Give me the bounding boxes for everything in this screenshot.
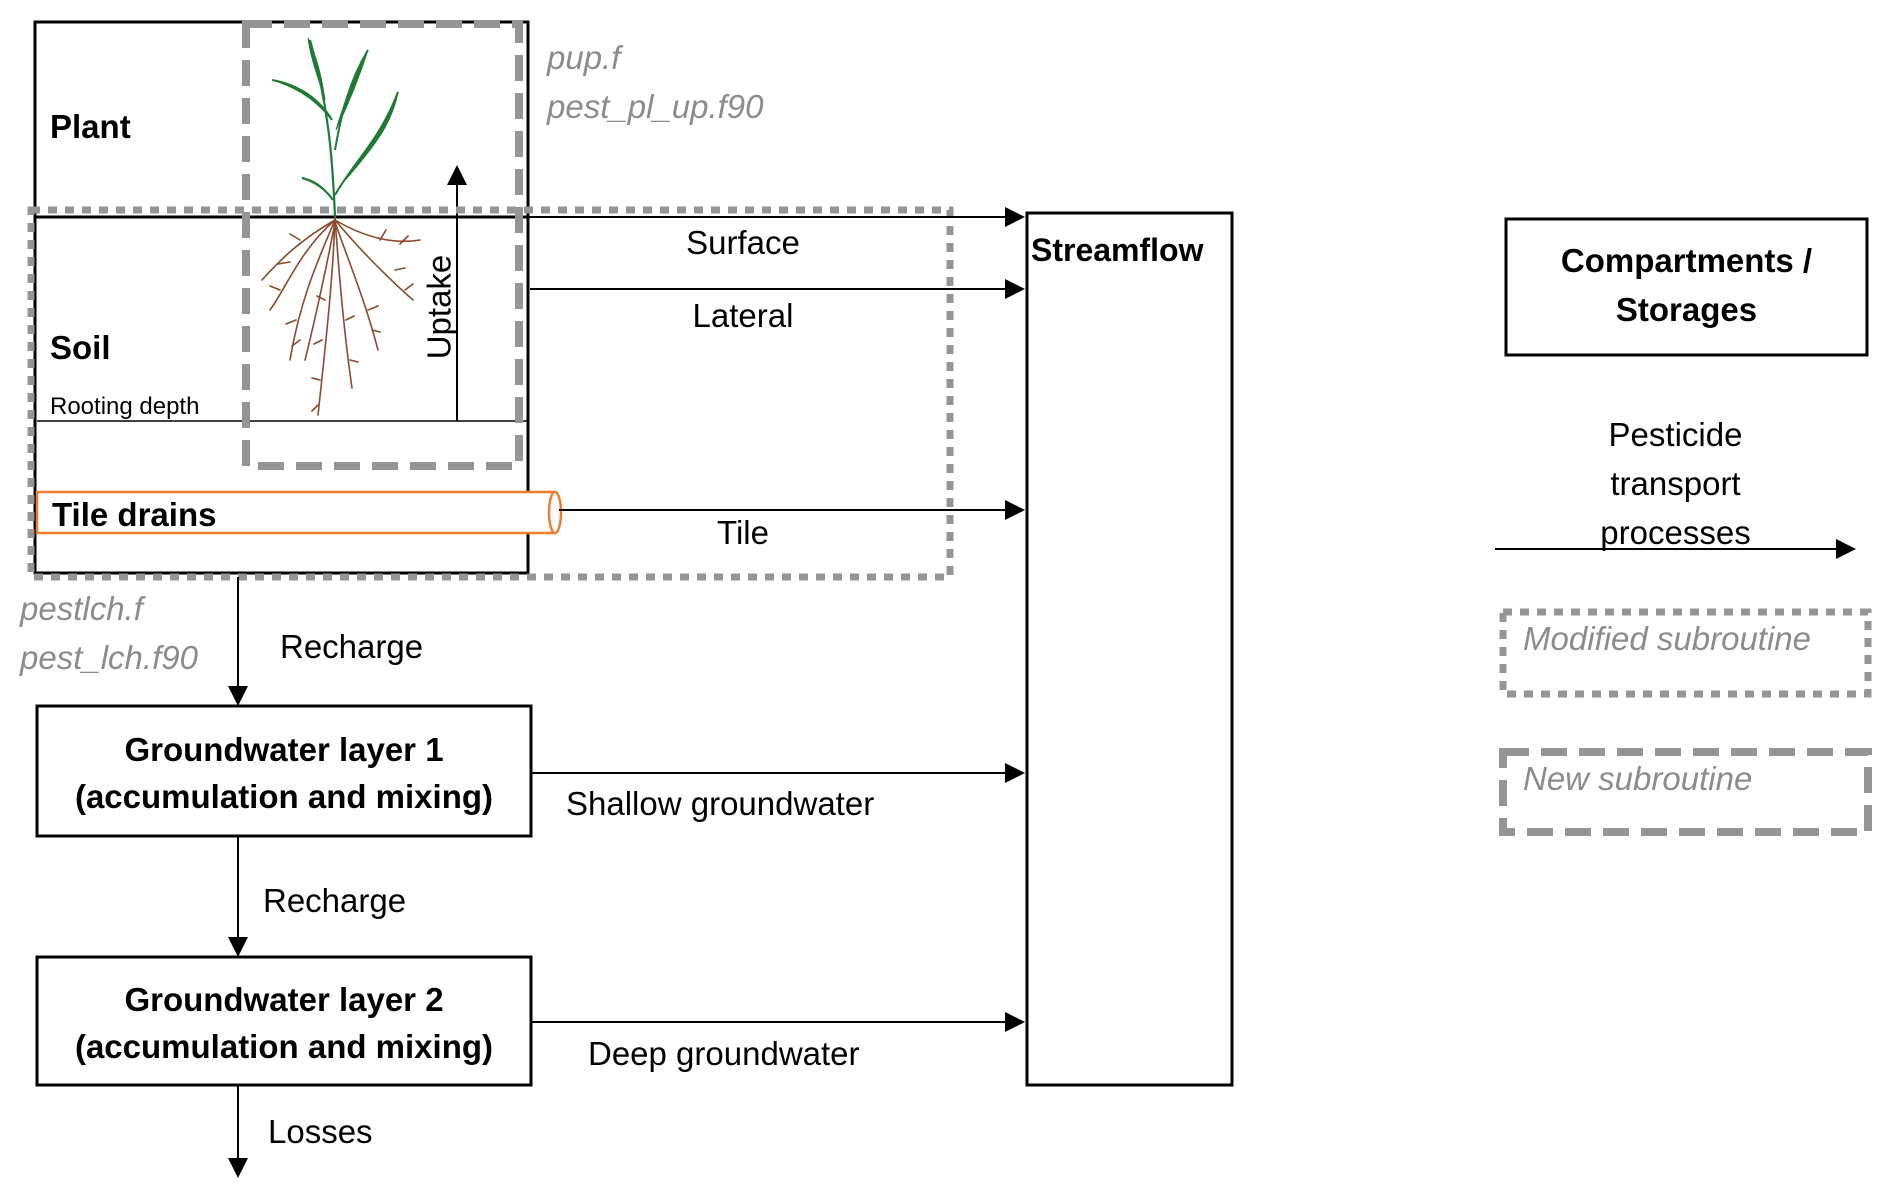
- legend-processes-line2: transport: [1610, 465, 1741, 502]
- shallow-groundwater-label: Shallow groundwater: [566, 785, 875, 822]
- surface-flow-arrowhead: [1005, 207, 1025, 227]
- tile-label: Tile: [717, 514, 769, 551]
- groundwater-layer-2-title: Groundwater layer 2: [124, 981, 444, 1018]
- groundwater-layer-1-subtitle: (accumulation and mixing): [74, 778, 494, 815]
- recharge-1-label: Recharge: [280, 628, 424, 665]
- legend-processes-line1: Pesticide: [1608, 416, 1743, 453]
- legend-compartments-line1: Compartments /: [1560, 242, 1813, 279]
- rooting-depth-label: Rooting depth: [50, 393, 200, 420]
- recharge-1-arrowhead: [228, 686, 248, 706]
- legend-modified-subroutine-box: [1499, 608, 1872, 698]
- groundwater-layer-2-subtitle: (accumulation and mixing): [74, 1028, 494, 1065]
- recharge-2-arrowhead: [228, 937, 248, 957]
- groundwater-layer-2-label: Groundwater layer 2 (accumulation and mi…: [37, 983, 531, 1063]
- recharge-2-label: Recharge: [263, 882, 407, 919]
- surface-label: Surface: [686, 224, 800, 261]
- losses-arrowhead: [228, 1158, 248, 1178]
- flow-arrows: [528, 207, 1025, 1032]
- lateral-flow-arrowhead: [1005, 279, 1025, 299]
- deep-groundwater-arrowhead: [1005, 1012, 1025, 1032]
- plant-label: Plant: [50, 108, 131, 145]
- legend-processes-line3: processes: [1600, 514, 1751, 551]
- plant-shoot-icon: [271, 37, 399, 218]
- leaching-file-new: pest_lch.f90: [20, 639, 198, 676]
- soil-label: Soil: [50, 329, 111, 366]
- legend-compartment-box: [1504, 217, 1869, 357]
- legend-new-subroutine-box: [1499, 748, 1872, 836]
- leaching-subroutine-files: pestlch.f pest_lch.f90: [20, 592, 198, 674]
- new-subroutine-region-plant-uptake: [242, 20, 523, 470]
- groundwater-layer-1-label: Groundwater layer 1 (accumulation and mi…: [37, 733, 531, 813]
- shallow-groundwater-arrowhead: [1005, 763, 1025, 783]
- uptake-label: Uptake: [420, 254, 458, 360]
- groundwater-layer-1-title: Groundwater layer 1: [124, 731, 444, 768]
- legend-modified-subroutine-label: Modified subroutine: [1523, 620, 1812, 657]
- streamflow-compartment-box: [1025, 211, 1234, 1087]
- tile-drain-pipe: [35, 490, 563, 535]
- streamflow-label: Streamflow: [1031, 232, 1204, 268]
- legend-compartments-line2: Storages: [1615, 291, 1758, 328]
- deep-groundwater-label: Deep groundwater: [588, 1035, 860, 1072]
- legend-new-subroutine-label: New subroutine: [1523, 760, 1753, 797]
- groundwater-layer-1-box: [35, 704, 533, 838]
- modified-subroutine-region-leaching: [27, 206, 954, 581]
- lateral-label: Lateral: [692, 297, 794, 334]
- plant-uptake-file-new: pest_pl_up.f90: [547, 88, 764, 125]
- tile-drains-label: Tile drains: [52, 496, 217, 533]
- groundwater-layer-2-box: [35, 955, 533, 1087]
- legend-process-arrowhead: [1836, 539, 1856, 559]
- plant-uptake-subroutine-files: pup.f pest_pl_up.f90: [547, 41, 764, 123]
- legend-compartments-label: Compartments / Storages: [1506, 244, 1867, 326]
- leaching-file-legacy: pestlch.f: [20, 590, 143, 627]
- plant-roots-icon: [261, 216, 421, 416]
- tile-flow-arrowhead: [1005, 500, 1025, 520]
- plant-uptake-file-legacy: pup.f: [547, 39, 621, 76]
- losses-label: Losses: [268, 1113, 373, 1150]
- vertical-arrows: [228, 577, 248, 1178]
- uptake-arrowhead: [447, 165, 467, 185]
- legend-processes-label: Pesticide transport processes: [1495, 418, 1856, 549]
